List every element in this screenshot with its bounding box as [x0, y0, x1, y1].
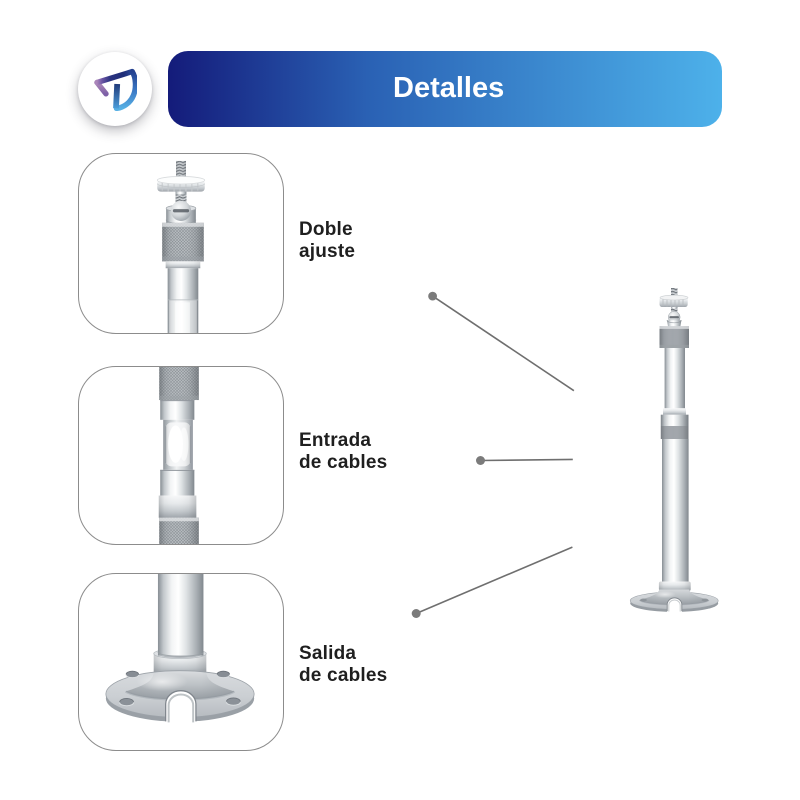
feature-label-entrada-de-cables: Entrada de cables: [299, 430, 387, 474]
brand-arrow-logo-icon: [94, 68, 137, 111]
product-full-view-image: [629, 288, 719, 613]
brand-logo-badge: [78, 52, 152, 126]
feature-card-doble-ajuste: [78, 153, 284, 334]
feature-label-line: Salida: [299, 643, 357, 664]
telescopic-tube-cable-entry-closeup-image: [158, 367, 199, 544]
feature-label-line: de cables: [299, 452, 388, 473]
feature-label-line: ajuste: [299, 241, 356, 262]
feature-label-doble-ajuste: Doble ajuste: [299, 219, 355, 263]
feature-label-line: Doble: [299, 219, 353, 240]
callout-dot-3: [411, 609, 421, 618]
feature-label-salida-de-cables: Salida de cables: [299, 643, 387, 687]
feature-label-line: Entrada: [299, 430, 372, 451]
header-banner: Detalles: [168, 51, 722, 127]
mounting-base-cable-outlet-closeup-image: [105, 574, 255, 726]
callout-dot-1: [428, 291, 437, 301]
feature-label-line: de cables: [299, 665, 388, 686]
feature-card-salida-de-cables: [78, 573, 284, 751]
banner-title: Detalles: [393, 72, 505, 104]
thumbscrew-ball-joint-closeup-image: [156, 160, 206, 333]
callout-dot-2: [476, 456, 485, 465]
feature-card-entrada-de-cables: [78, 366, 284, 545]
